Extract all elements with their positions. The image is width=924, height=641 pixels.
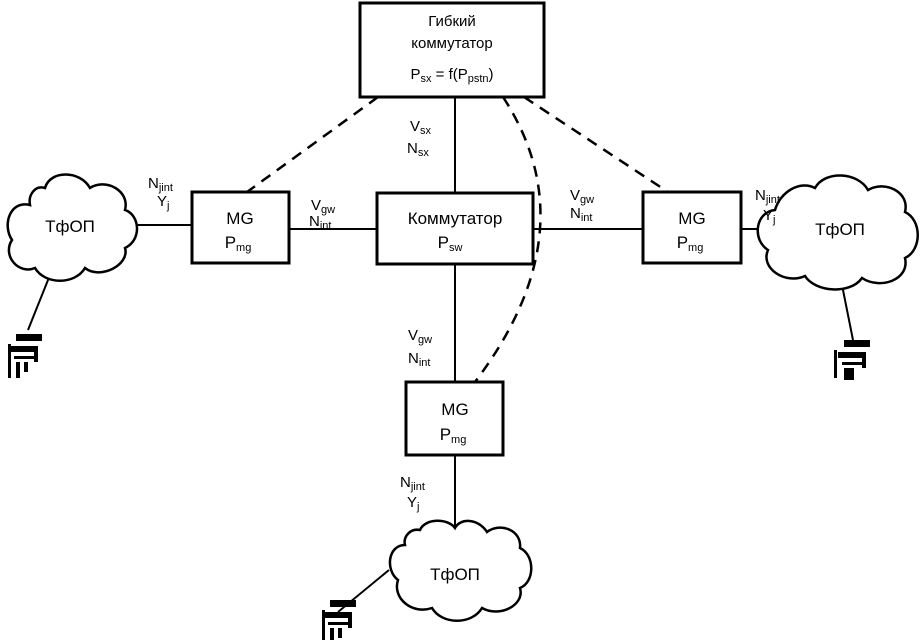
- svg-text:Vgw: Vgw: [570, 187, 594, 206]
- svg-text:Vgw: Vgw: [311, 197, 335, 216]
- svg-text:Vgw: Vgw: [408, 327, 432, 346]
- svg-text:Njint: Njint: [148, 175, 173, 194]
- svg-text:Nint: Nint: [309, 213, 331, 232]
- svg-text:Njint: Njint: [400, 474, 425, 493]
- softswitch-title-line1: Гибкий: [428, 13, 476, 30]
- switch-title: Коммутатор: [408, 209, 503, 228]
- label-switch-mg-left: Vgw Nint: [309, 197, 335, 232]
- link-pstn-right-terminal: [841, 284, 854, 341]
- svg-text:Nint: Nint: [570, 205, 592, 224]
- svg-text:Nsx: Nsx: [407, 140, 429, 159]
- telephone-icon: [8, 334, 42, 378]
- control-link-mg-bottom: [474, 96, 542, 383]
- label-mg-bottom-pstn: Njint Yj: [400, 474, 425, 513]
- label-mg-left-pstn: Njint Yj: [148, 175, 173, 212]
- svg-text:Nint: Nint: [408, 350, 430, 369]
- label-switch-mg-bottom: Vgw Nint: [408, 327, 432, 369]
- svg-text:Njint: Njint: [755, 187, 780, 206]
- switch-param: Psw: [438, 233, 463, 254]
- media-gateway-right[interactable]: MG Pmg: [641, 190, 743, 265]
- pstn-cloud-left[interactable]: ТфОП: [6, 173, 139, 282]
- mg-left-title: MG: [226, 209, 253, 228]
- softswitch-node[interactable]: Гибкий коммутатор Psx = f(Ppstn): [358, 1, 546, 99]
- control-link-mg-left: [246, 95, 379, 194]
- media-gateway-bottom[interactable]: MG Pmg: [404, 380, 505, 457]
- label-softswitch-switch: Vsx Nsx: [407, 118, 432, 159]
- pstn-cloud-bottom[interactable]: ТфОП: [388, 519, 533, 622]
- telephone-icon: [322, 600, 356, 640]
- softswitch-title-line2: коммутатор: [411, 35, 492, 52]
- telephone-icon: [834, 340, 870, 380]
- softswitch-formula: Psx = f(Ppstn): [410, 66, 493, 85]
- pstn-bottom-label: ТфОП: [430, 565, 480, 584]
- pstn-cloud-right[interactable]: ТфОП: [756, 174, 919, 291]
- pstn-left-label: ТфОП: [45, 217, 95, 236]
- control-link-mg-right: [523, 95, 669, 194]
- mg-bottom-title: MG: [441, 400, 468, 419]
- mg-left-param: Pmg: [225, 233, 252, 254]
- svg-text:Yj: Yj: [763, 207, 775, 226]
- link-pstn-left-terminal: [27, 274, 51, 331]
- label-switch-mg-right: Vgw Nint: [570, 187, 594, 224]
- pstn-right-label: ТфОП: [815, 220, 865, 239]
- svg-text:Vsx: Vsx: [410, 118, 432, 137]
- mg-right-param: Pmg: [677, 233, 704, 254]
- label-mg-right-pstn: Njint Yj: [755, 187, 780, 226]
- mg-right-title: MG: [678, 209, 705, 228]
- svg-text:Yj: Yj: [407, 494, 419, 513]
- media-gateway-left[interactable]: MG Pmg: [190, 190, 291, 265]
- svg-text:Yj: Yj: [157, 193, 169, 212]
- mg-bottom-param: Pmg: [440, 425, 467, 446]
- switch-node[interactable]: Коммутатор Psw: [375, 191, 535, 266]
